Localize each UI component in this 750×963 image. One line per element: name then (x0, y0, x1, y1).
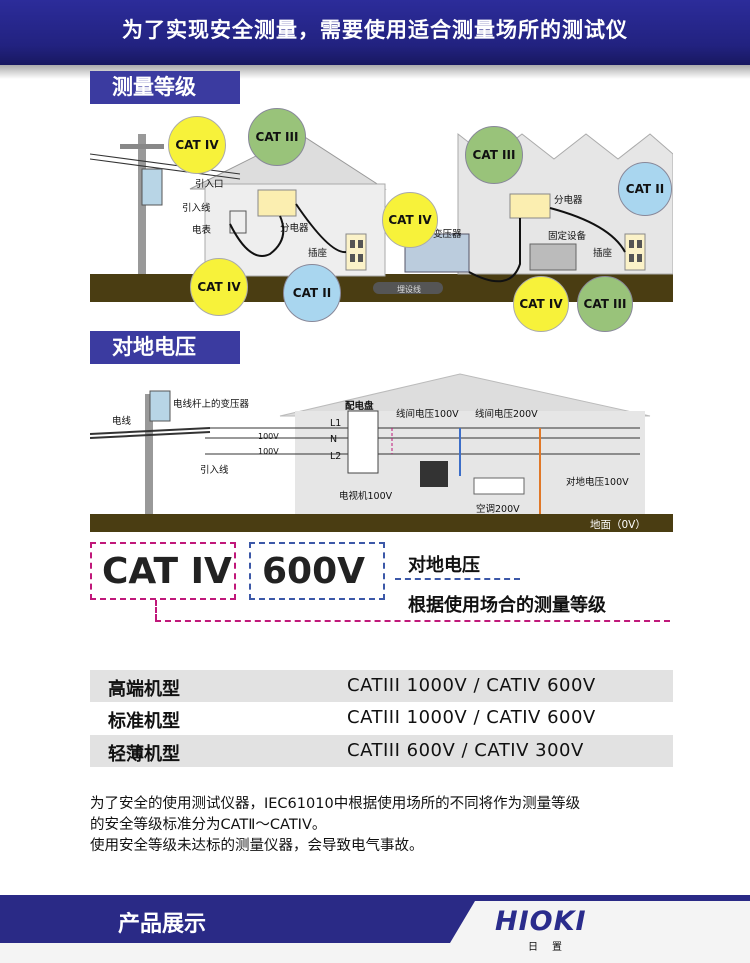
label-buried-line: 埋设线 (397, 285, 421, 294)
header-bar (0, 0, 750, 65)
label-incoming-line: 引入线 (182, 203, 211, 214)
chip-cat3-factory: CAT III (465, 126, 523, 184)
footer-title: 产品展示 (118, 912, 207, 937)
legend-cat-box (90, 542, 236, 600)
category-illustration (90, 132, 673, 302)
label-l1: L1 (330, 418, 342, 429)
footer-band (0, 895, 750, 963)
hioki-logo: HIOKI (495, 906, 587, 937)
section-title-ground-voltage: 对地电压 (90, 331, 240, 364)
model-row-standard: 标准机型 CATIII 1000V / CATIV 600V (90, 702, 673, 734)
note-line-3: 使用安全等级未达标的测量仪器，会导致电气事故。 (90, 838, 424, 854)
label-inlet: 引入口 (195, 179, 224, 190)
model-name: 高端机型 (108, 679, 180, 700)
label-distribution-left: 分电器 (280, 223, 309, 234)
chip-cat4-pole: CAT IV (168, 116, 226, 174)
label-n: N (330, 434, 338, 445)
legend-cat: CAT IV (102, 551, 232, 592)
label-ground-voltage: 对地电压100V (566, 477, 629, 488)
chip-cat2-outlet: CAT II (283, 264, 341, 322)
label-100v-top: 100V (258, 432, 279, 441)
label-l2: L2 (330, 451, 342, 462)
label-ac: 空调200V (476, 504, 520, 515)
page-title: 为了实现安全测量，需要使用适合测量场所的测试仪 (122, 18, 628, 42)
label-outlet-left: 插座 (308, 248, 328, 259)
chip-cat3-house: CAT III (248, 108, 306, 166)
note-line-2: 的安全等级标准分为CATⅡ～CATIV。 (90, 817, 327, 833)
label-line-100v: 线间电压100V (396, 409, 459, 420)
legend-cat-line (155, 620, 670, 622)
chip-cat2-factory: CAT II (618, 162, 672, 216)
label-100v-bottom: 100V (258, 447, 279, 456)
label-line-200v: 线间电压200V (475, 409, 538, 420)
label-outlet-right: 插座 (593, 248, 613, 259)
legend-cat-connector (155, 600, 157, 620)
label-ground: 地面（0V） (590, 519, 646, 531)
label-distribution-right: 分电器 (554, 195, 583, 206)
model-spec: CATIII 1000V / CATIV 600V (347, 675, 596, 696)
legend-voltage: 600V (262, 551, 366, 592)
label-panel: 配电盘 (345, 401, 374, 412)
label-fixed-equipment: 固定设备 (548, 231, 587, 242)
label-transformer: 变压器 (433, 229, 462, 240)
legend-voltage-line (395, 578, 520, 580)
label-pole-transformer: 电线杆上的变压器 (173, 399, 250, 410)
chip-cat3-equipment: CAT III (577, 276, 633, 332)
model-row-high: 高端机型 CATIII 1000V / CATIV 600V (90, 670, 673, 702)
ground-voltage-illustration (90, 373, 673, 532)
label-meter: 电表 (192, 225, 212, 236)
model-spec: CATIII 1000V / CATIV 600V (347, 707, 596, 728)
chip-cat4-meter: CAT IV (190, 258, 248, 316)
label-tv: 电视机100V (339, 491, 393, 502)
note-line-1: 为了安全的使用测试仪器，IEC61010中根据使用场所的不同将作为测量等级 (90, 796, 581, 812)
label-wire: 电线 (112, 416, 132, 427)
model-spec: CATIII 600V / CATIV 300V (347, 740, 584, 761)
legend-cat-desc: 根据使用场合的测量等级 (408, 595, 606, 616)
legend-voltage-box (249, 542, 385, 600)
legend-voltage-desc: 对地电压 (408, 555, 480, 576)
chip-cat4-transformer: CAT IV (382, 192, 438, 248)
chip-cat4-buried: CAT IV (513, 276, 569, 332)
model-row-slim: 轻薄机型 CATIII 600V / CATIV 300V (90, 735, 673, 767)
section-title-category: 测量等级 (90, 71, 240, 104)
label-incoming-line-2: 引入线 (200, 465, 229, 476)
note-paragraph: 为了安全的使用测试仪器，IEC61010中根据使用场所的不同将作为测量等级 的安… (90, 794, 690, 857)
model-name: 标准机型 (108, 711, 180, 732)
model-name: 轻薄机型 (108, 744, 180, 765)
hioki-logo-sub: 日置 (528, 942, 576, 953)
